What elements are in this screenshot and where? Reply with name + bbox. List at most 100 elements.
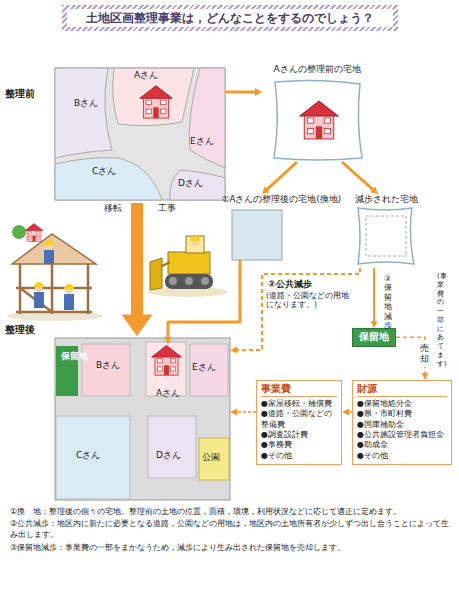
connector-line [236, 268, 360, 350]
connector [230, 409, 256, 416]
arrow-head [371, 321, 378, 328]
cost-box: 事業費 ●家屋移転・補償費●道路・公園などの整備費●調査設計費●事務費●その他 [256, 380, 342, 465]
text-label: (事業費の一部にあてます) [437, 272, 444, 368]
edge-label: 売却 [420, 342, 429, 367]
arrow-head [164, 337, 172, 344]
node-text: Dさん [155, 450, 182, 461]
connector-line [236, 411, 256, 413]
arrow-head [422, 373, 429, 380]
arrow-head [255, 88, 262, 96]
plot-c [55, 158, 162, 200]
plot-label: Cさん [91, 166, 117, 177]
list-item: ●家屋移転・補償費 [261, 399, 337, 409]
node-text: 事業費 [261, 383, 337, 397]
plot-label: 公園 [201, 452, 221, 463]
plot-label: Bさん [73, 98, 99, 109]
plot-a [113, 68, 194, 126]
list-item: ●道路・公園などの整備費 [261, 409, 337, 430]
node-text: Cさん [91, 166, 117, 177]
node-text: Bさん [73, 98, 99, 109]
node-text: ①Aさんの整理後の宅地(換地) [222, 194, 348, 205]
node-text: 保留地 [60, 352, 71, 362]
list-item: ●事務費 [261, 440, 337, 450]
lot-box: 減歩された宅地 [350, 194, 422, 268]
plot-label: Cさん [75, 450, 101, 461]
node-text: 整理前 [5, 88, 35, 101]
lot-box: Aさんの整理前の宅地 [262, 64, 372, 162]
node-text: Cさん [75, 450, 101, 461]
connector-line [373, 268, 375, 322]
edge-label: ③保留地減歩 [384, 274, 392, 330]
title-text: 土地区画整理事業は，どんなことをするのでしょう？ [67, 9, 393, 27]
plot-label: 保留地 [60, 352, 71, 362]
node-text: Aさんの整理前の宅地 [262, 64, 372, 75]
road-ground [55, 68, 225, 200]
footnote: ②公共減歩：地区内に新たに必要となる道路，公園などの用地は，地区内の土地所有者が… [10, 518, 450, 540]
text-label: 工事 [158, 203, 176, 214]
footnote-block: ①換 地：整理後の個々の宅地。整理前の土地の位置，面積，環境，利用状況などに応じ… [10, 506, 450, 554]
before-map [55, 68, 225, 200]
bulldozer-illustration [148, 236, 228, 297]
arrow-head [342, 409, 349, 416]
node-text: 減歩された宅地 [350, 194, 422, 205]
plot-label: Eさん [191, 362, 217, 373]
list-item: ●国庫補助金 [357, 420, 447, 430]
list-item: ●調査設計費 [261, 430, 337, 440]
fund-box: 財源●保留地処分金●県・市町村費●国庫補助金●公共施設管理者負担金●助成金●その… [352, 380, 452, 465]
node-text: Aさん [133, 70, 159, 81]
connector-line [266, 162, 297, 190]
connector [225, 88, 262, 96]
node-text: 保留地 [359, 331, 389, 344]
connector [371, 268, 378, 328]
lot-reduced [358, 208, 414, 264]
plot-b [55, 68, 112, 158]
edge-label: ②公共減歩 [268, 279, 312, 290]
connector [342, 162, 378, 194]
list-item: ●県・市町村費 [357, 409, 447, 419]
plot-label: Dさん [155, 450, 182, 461]
arrow-head [121, 314, 152, 336]
house-icon [140, 86, 172, 118]
node-text: 財源 [357, 383, 447, 397]
connector-line [131, 203, 143, 315]
plot-d [170, 170, 225, 200]
arrow-head [230, 347, 237, 354]
map-after: 整理後保留地BさんAさんEさんCさんDさん公園 [55, 338, 230, 500]
list-item: ●助成金 [357, 440, 447, 450]
connector [164, 260, 240, 344]
connector [342, 409, 352, 416]
list-item: ●その他 [357, 451, 447, 461]
plot-label: Eさん [189, 136, 215, 147]
list-item: ●その他 [261, 451, 337, 461]
house-moving-illustration [7, 224, 103, 322]
connector [230, 268, 360, 354]
footnote: ③保留地減歩：事業費の一部をまかなうため，減歩により生み出された保留地を売却しま… [10, 542, 450, 553]
connector-line [225, 91, 256, 94]
plot-label: Aさん [147, 344, 189, 400]
list-item: ●公共施設管理者負担金 [357, 430, 447, 440]
plot-label: Bさん [95, 360, 121, 371]
node-text: Eさん [191, 362, 217, 373]
arrow-head [230, 409, 237, 416]
node-text: 整理後 [5, 324, 35, 337]
text-label: (道路・公園などの用地になります。) [266, 291, 350, 310]
node-text: Aさん [147, 388, 189, 399]
node-text: 公園 [201, 452, 221, 463]
connector [262, 162, 297, 194]
node-text: Eさん [189, 136, 215, 147]
connector [396, 337, 429, 380]
plot-label: Aさん [133, 70, 159, 81]
reserve-box: 保留地 [352, 328, 396, 347]
footnote: ①換 地：整理後の個々の宅地。整理前の土地の位置，面積，環境，利用状況などに応じ… [10, 506, 450, 517]
text-label: 移転 [104, 203, 122, 214]
plot-e [189, 68, 225, 168]
lot-after [232, 210, 282, 260]
connector-line [168, 260, 240, 338]
plot-label: Dさん [177, 178, 204, 189]
connector [121, 203, 152, 336]
lot-before [274, 80, 362, 160]
node-text: Bさん [95, 360, 121, 371]
lot-box: ①Aさんの整理後の宅地(換地) [222, 194, 348, 260]
node-text: Dさん [177, 178, 204, 189]
connector-line [342, 162, 374, 190]
